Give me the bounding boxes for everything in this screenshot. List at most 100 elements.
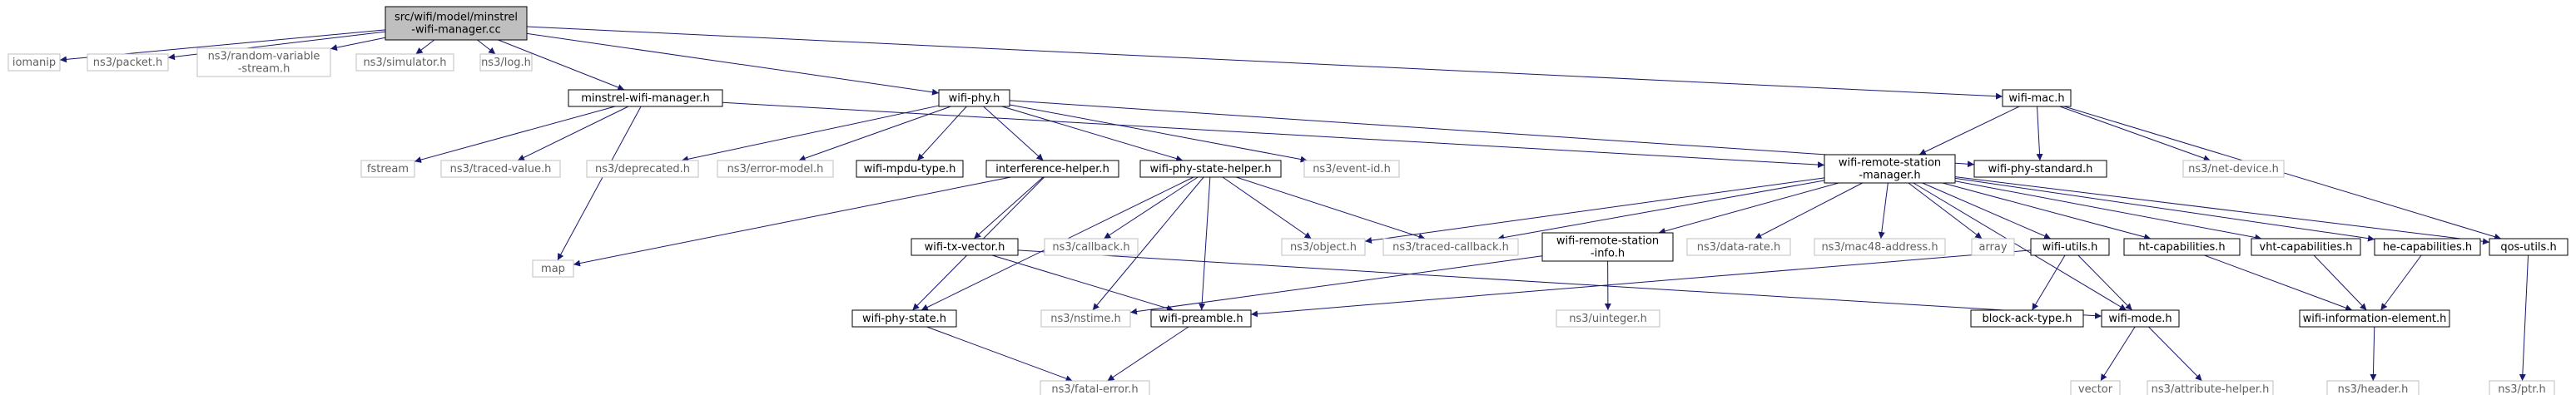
edge-root-to-simulator bbox=[415, 39, 435, 55]
node-box bbox=[2489, 380, 2555, 395]
node-box bbox=[1686, 238, 1791, 256]
edge-minstrel-to-fstream bbox=[414, 106, 616, 163]
node-label: vector bbox=[2078, 383, 2113, 395]
node-box bbox=[1150, 309, 1252, 328]
node-label: wifi-phy-state-helper.h bbox=[1149, 163, 1271, 175]
node-label: qos-utils.h bbox=[2500, 241, 2556, 254]
node-box bbox=[2030, 238, 2110, 256]
node-packet: ns3/packet.h bbox=[87, 53, 169, 72]
edge-remotestation-to-object bbox=[1364, 177, 1825, 244]
node-hecap[interactable]: he-capabilities.h bbox=[2374, 238, 2481, 256]
node-qosutils[interactable]: qos-utils.h bbox=[2489, 238, 2569, 256]
node-minstrel[interactable]: minstrel-wifi-manager.h bbox=[568, 89, 723, 107]
node-label: ns3/traced-value.h bbox=[450, 163, 552, 175]
node-wifimode[interactable]: wifi-mode.h bbox=[2101, 309, 2180, 328]
node-txvector[interactable]: wifi-tx-vector.h bbox=[911, 238, 1019, 256]
edge-stationinfo-to-nstime bbox=[1129, 255, 1543, 315]
node-header: ns3/header.h bbox=[2326, 380, 2420, 395]
node-label: wifi-mode.h bbox=[2108, 313, 2171, 325]
node-infoelement[interactable]: wifi-information-element.h bbox=[2299, 309, 2450, 328]
node-box bbox=[2101, 309, 2180, 328]
edge-wifimac-to-remotestation bbox=[1918, 106, 2020, 156]
node-label: -info.h bbox=[1591, 248, 1625, 260]
node-box bbox=[532, 259, 574, 278]
node-label: minstrel-wifi-manager.h bbox=[581, 92, 709, 105]
node-box bbox=[440, 160, 561, 178]
node-label: fstream bbox=[367, 163, 409, 175]
node-label: wifi-preamble.h bbox=[1159, 313, 1243, 325]
edge-root-to-wifiphy bbox=[526, 32, 940, 96]
edge-wifimode-to-vector bbox=[2100, 326, 2136, 382]
node-box bbox=[1382, 238, 1519, 256]
node-label: ns3/nstime.h bbox=[1050, 313, 1120, 325]
node-wifiutils[interactable]: wifi-utils.h bbox=[2030, 238, 2110, 256]
edge-txvector-to-preamble bbox=[991, 254, 1174, 312]
node-box bbox=[87, 53, 169, 72]
node-label: ns3/simulator.h bbox=[363, 57, 446, 69]
node-preamble[interactable]: wifi-preamble.h bbox=[1150, 309, 1252, 328]
node-label: ns3/log.h bbox=[481, 57, 531, 69]
node-box bbox=[2374, 238, 2481, 256]
node-wifimac[interactable]: wifi-mac.h bbox=[2002, 89, 2072, 107]
node-rng: ns3/random-variable-stream.h bbox=[196, 47, 331, 77]
node-map: map bbox=[532, 259, 574, 278]
node-box bbox=[1971, 238, 2015, 256]
node-blockack[interactable]: block-ack-type.h bbox=[1970, 309, 2084, 328]
edge-wifiphy-to-eventid bbox=[1009, 104, 1308, 163]
node-log: ns3/log.h bbox=[479, 53, 533, 72]
edge-remotestation-to-mac48 bbox=[1878, 182, 1889, 239]
node-phystatehelper[interactable]: wifi-phy-state-helper.h bbox=[1139, 160, 1282, 178]
node-htcap[interactable]: ht-capabilities.h bbox=[2123, 238, 2241, 256]
node-nstime: ns3/nstime.h bbox=[1040, 309, 1131, 328]
node-phystandard[interactable]: wifi-phy-standard.h bbox=[1973, 160, 2107, 178]
node-label: ns3/header.h bbox=[2338, 383, 2409, 395]
node-netdevice: ns3/net-device.h bbox=[2182, 160, 2285, 178]
node-label: ns3/mac48-address.h bbox=[1821, 241, 1938, 254]
edge-wifiphy-to-phystatehelper bbox=[1001, 106, 1184, 162]
edge-wifimac-to-phystandard bbox=[2036, 106, 2043, 161]
edge-phystatehelper-to-object bbox=[1222, 176, 1312, 239]
edge-remotestation-to-wifimode bbox=[1913, 182, 2127, 311]
node-box bbox=[2182, 160, 2285, 178]
node-fstream: fstream bbox=[360, 160, 415, 178]
edge-interference-to-map bbox=[573, 176, 1011, 267]
node-object: ns3/object.h bbox=[1281, 238, 1366, 256]
node-box bbox=[360, 160, 415, 178]
node-interference[interactable]: interference-helper.h bbox=[985, 160, 1119, 178]
node-vector: vector bbox=[2070, 380, 2121, 395]
edge-remotestation-to-stationinfo bbox=[1658, 182, 1839, 235]
node-remotestation[interactable]: wifi-remote-station-manager.h bbox=[1824, 154, 1956, 184]
node-box bbox=[2147, 380, 2274, 395]
edge-phystatehelper-to-tracedcallback bbox=[1236, 176, 1426, 240]
edge-remotestation-to-tracedcallback bbox=[1497, 180, 1825, 241]
edge-htcap-to-infoelement bbox=[2204, 254, 2353, 311]
node-box bbox=[2326, 380, 2420, 395]
node-label: wifi-phy-state.h bbox=[862, 313, 946, 325]
edge-wifiphy-to-phystandard bbox=[1009, 100, 1975, 168]
node-stationinfo[interactable]: wifi-remote-station-info.h bbox=[1541, 232, 1674, 262]
node-label: ns3/callback.h bbox=[1052, 241, 1129, 254]
edge-phystatehelper-to-preamble bbox=[1199, 176, 1211, 311]
node-box bbox=[717, 160, 834, 178]
node-vhtcap[interactable]: vht-capabilities.h bbox=[2251, 238, 2361, 256]
node-box bbox=[568, 89, 723, 107]
edge-phystatehelper-to-callback bbox=[1103, 176, 1199, 239]
node-deprecated: ns3/deprecated.h bbox=[586, 160, 699, 178]
node-box bbox=[1824, 154, 1956, 184]
node-box bbox=[911, 238, 1019, 256]
node-box bbox=[2299, 309, 2450, 328]
edge-remotestation-to-vhtcap bbox=[1954, 180, 2262, 241]
node-label: wifi-phy-standard.h bbox=[1988, 163, 2093, 175]
node-box bbox=[1303, 160, 1400, 178]
node-label: ns3/object.h bbox=[1290, 241, 1357, 254]
node-label: ns3/ptr.h bbox=[2498, 383, 2546, 395]
node-simulator: ns3/simulator.h bbox=[355, 53, 454, 72]
node-wifiphy[interactable]: wifi-phy.h bbox=[938, 89, 1010, 107]
node-box bbox=[479, 53, 533, 72]
node-label: wifi-mpdu-type.h bbox=[864, 163, 956, 175]
node-phystate[interactable]: wifi-phy-state.h bbox=[851, 309, 957, 328]
edge-wifiphy-to-errormodel bbox=[798, 106, 951, 162]
node-label: ht-capabilities.h bbox=[2138, 241, 2225, 254]
node-mpdutype[interactable]: wifi-mpdu-type.h bbox=[856, 160, 964, 178]
node-box bbox=[586, 160, 699, 178]
